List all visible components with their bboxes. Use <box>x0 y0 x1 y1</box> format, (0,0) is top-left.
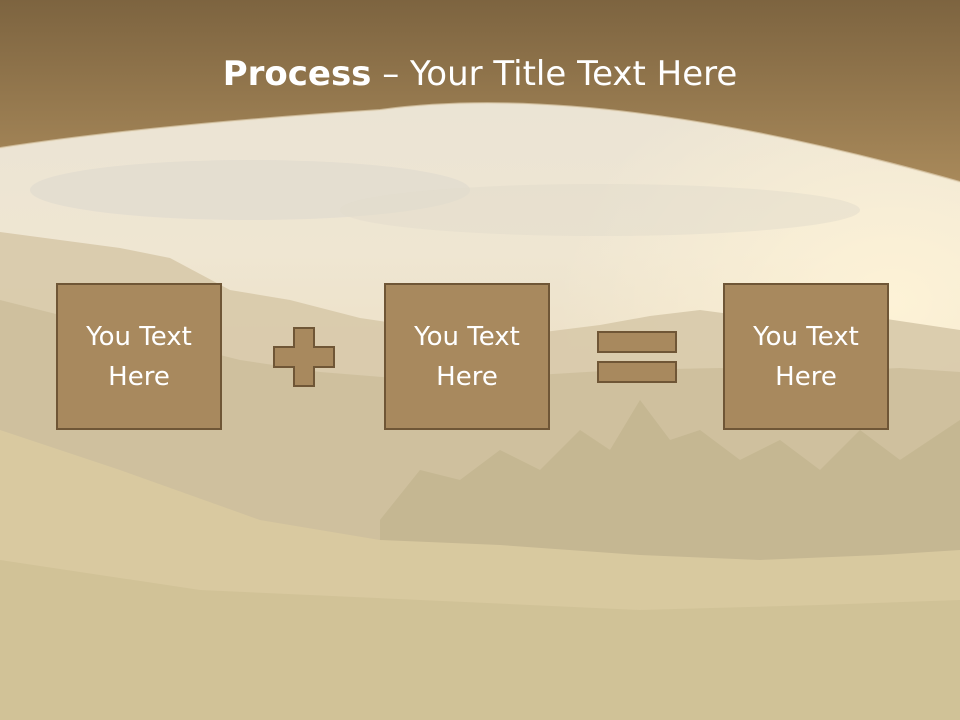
title-rest: – Your Title Text Here <box>371 54 738 94</box>
process-box-3: You Text Here <box>723 283 889 430</box>
process-box-1: You Text Here <box>56 283 222 430</box>
process-box-1-text: You Text Here <box>86 321 192 392</box>
process-box-3-text: You Text Here <box>753 321 859 392</box>
slide-title: Process – Your Title Text Here <box>0 52 960 96</box>
title-bold: Process <box>222 54 372 94</box>
equals-icon <box>597 331 677 383</box>
process-box-2-text: You Text Here <box>414 321 520 392</box>
process-box-2: You Text Here <box>384 283 550 430</box>
plus-icon <box>273 327 335 387</box>
